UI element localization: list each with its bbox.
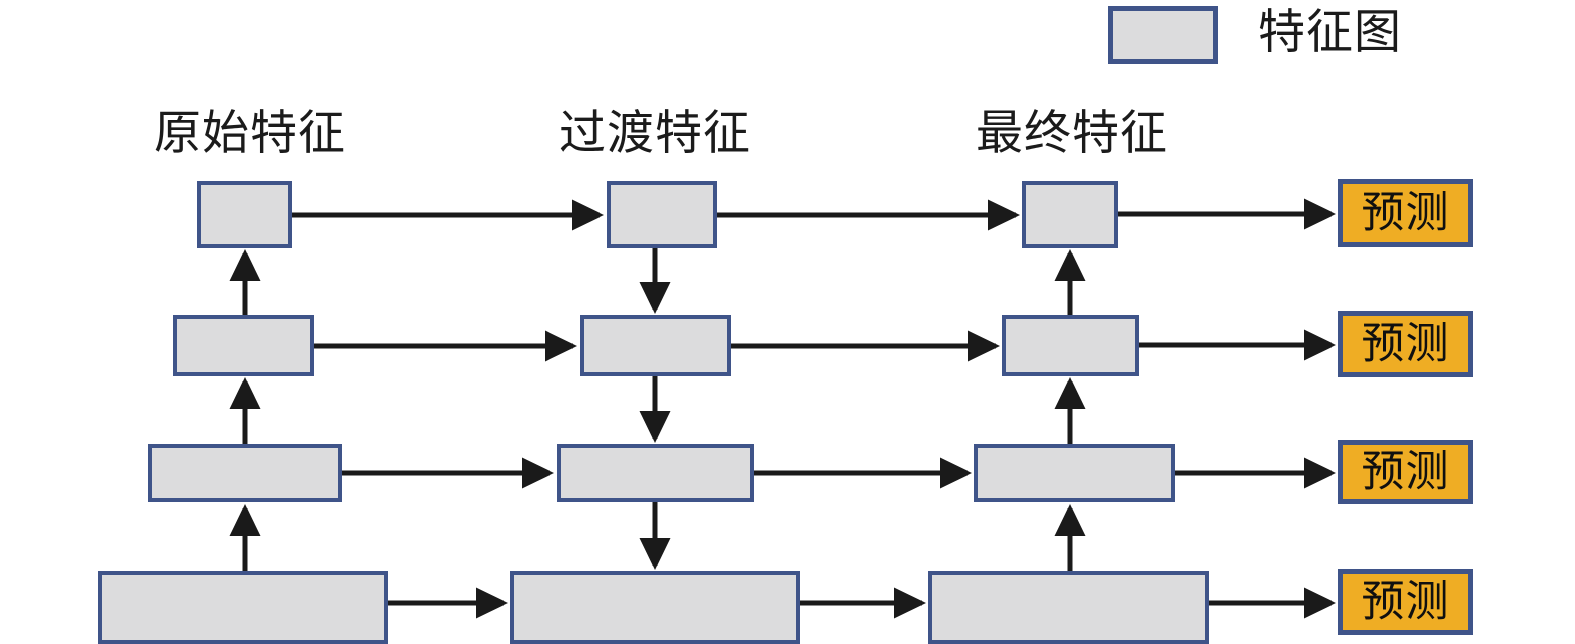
prediction-box-4[interactable]: 预测 <box>1338 569 1473 635</box>
feature-map-transition-2[interactable] <box>580 315 731 376</box>
prediction-label: 预测 <box>1361 578 1450 626</box>
column-header-original: 原始特征 <box>154 108 346 160</box>
prediction-box-1[interactable]: 预测 <box>1338 179 1473 247</box>
feature-map-final-2[interactable] <box>1002 315 1139 376</box>
prediction-box-2[interactable]: 预测 <box>1338 311 1473 377</box>
legend-label: 特征图 <box>1258 7 1402 59</box>
feature-map-original-3[interactable] <box>148 444 342 502</box>
feature-map-final-4[interactable] <box>928 571 1209 644</box>
prediction-label: 预测 <box>1361 320 1450 368</box>
prediction-label: 预测 <box>1361 448 1450 496</box>
column-header-transition: 过渡特征 <box>559 108 751 160</box>
feature-map-transition-1[interactable] <box>607 181 717 248</box>
column-header-final: 最终特征 <box>976 108 1168 160</box>
feature-map-original-4[interactable] <box>98 571 388 644</box>
prediction-box-3[interactable]: 预测 <box>1338 440 1473 504</box>
feature-map-transition-4[interactable] <box>510 571 800 644</box>
prediction-label: 预测 <box>1361 189 1450 237</box>
feature-map-original-2[interactable] <box>173 315 314 376</box>
feature-map-final-1[interactable] <box>1022 181 1118 248</box>
feature-map-original-1[interactable] <box>197 181 292 248</box>
feature-map-swatch-icon <box>1108 6 1218 64</box>
feature-map-final-3[interactable] <box>974 444 1175 502</box>
feature-map-transition-3[interactable] <box>557 444 754 502</box>
